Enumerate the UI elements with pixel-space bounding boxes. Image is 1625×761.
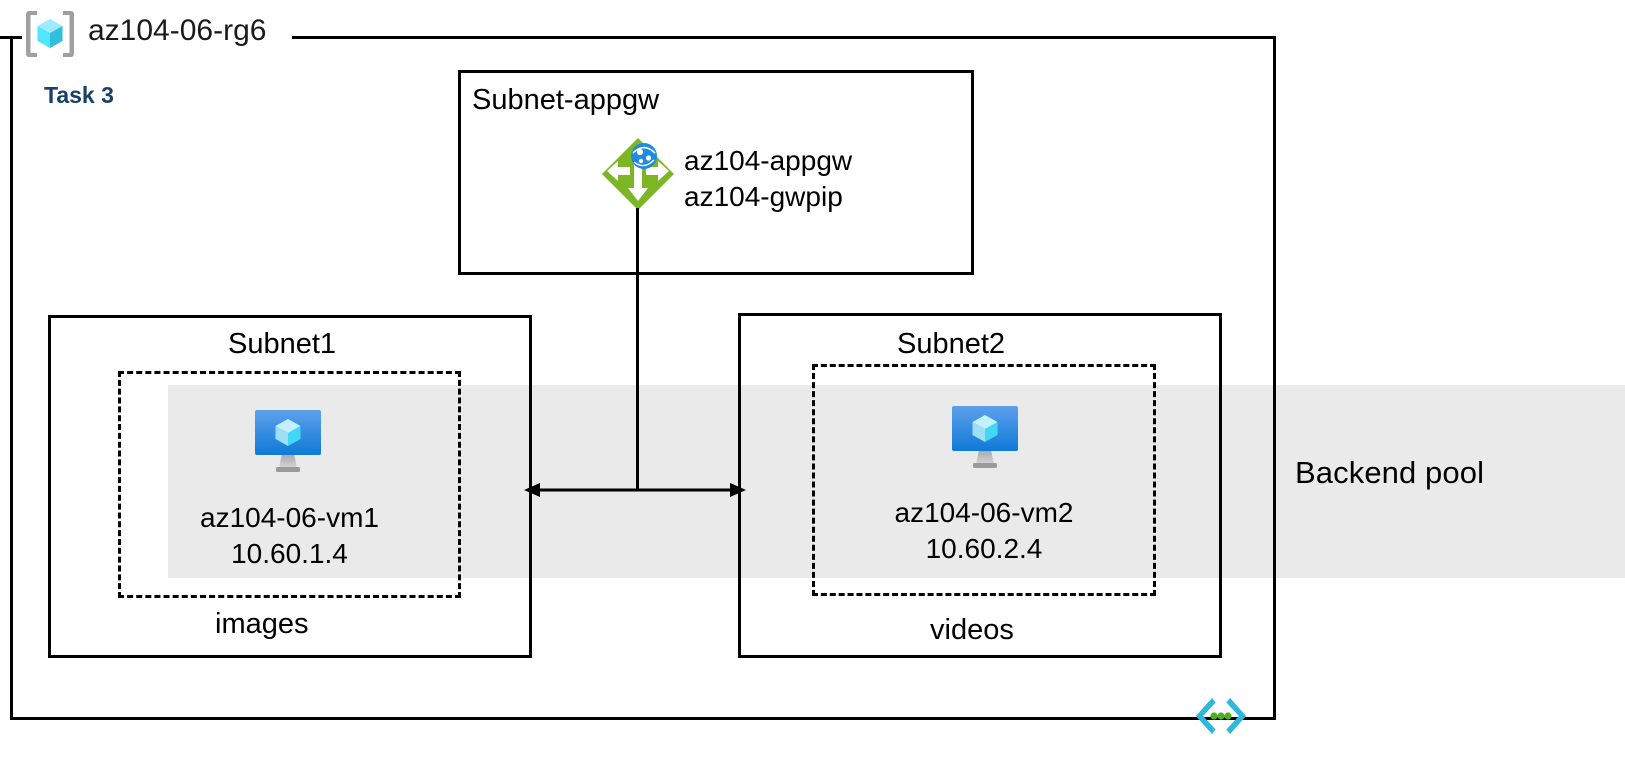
subnet2-footer-label: videos [930, 614, 1014, 646]
subnet1-dashed-group [118, 371, 461, 598]
subnet1-footer-label: images [215, 608, 309, 640]
resource-group-border-left [10, 36, 13, 720]
vm1-ip: 10.60.1.4 [231, 537, 348, 569]
subnet2-dashed-group [812, 364, 1156, 596]
resource-group-border-right [1273, 36, 1276, 720]
vm2-ip: 10.60.2.4 [925, 532, 1043, 564]
subnet2-vm-labels: az104-06-vm2 10.60.2.4 [812, 495, 1156, 567]
backend-pool-label: Backend pool [1295, 455, 1485, 490]
subnet-to-subnet-arrow [524, 471, 746, 509]
subnet2-box [738, 313, 1222, 658]
resource-group-border-top [292, 36, 1276, 39]
application-gateway-labels: az104-appgw az104-gwpip [684, 143, 852, 216]
subnet1-title: Subnet1 [228, 328, 337, 360]
virtual-machine-icon [946, 400, 1024, 472]
subnet1-vm-labels: az104-06-vm1 10.60.1.4 [118, 500, 461, 572]
vm1-name: az104-06-vm1 [200, 502, 379, 533]
subnet-appgw-box [458, 70, 974, 275]
vm2-name: az104-06-vm2 [894, 497, 1074, 528]
task-label: Task 3 [44, 82, 114, 108]
subnet1-box [48, 315, 532, 658]
resource-group-name: az104-06-rg6 [88, 14, 267, 47]
subnet2-title: Subnet2 [897, 328, 1006, 360]
gateway-vertical-connector [636, 208, 639, 491]
virtual-machine-icon [249, 404, 327, 476]
appgw-resource-name: az104-appgw [684, 145, 853, 176]
application-gateway-icon [600, 136, 676, 212]
gwpip-resource-name: az104-gwpip [684, 181, 843, 213]
resource-group-icon [24, 8, 76, 60]
resource-group-border-bottom [10, 717, 1276, 720]
code-brackets-icon [1194, 694, 1248, 738]
subnet-appgw-title: Subnet-appgw [472, 84, 660, 116]
backend-pool-band [168, 385, 1625, 578]
